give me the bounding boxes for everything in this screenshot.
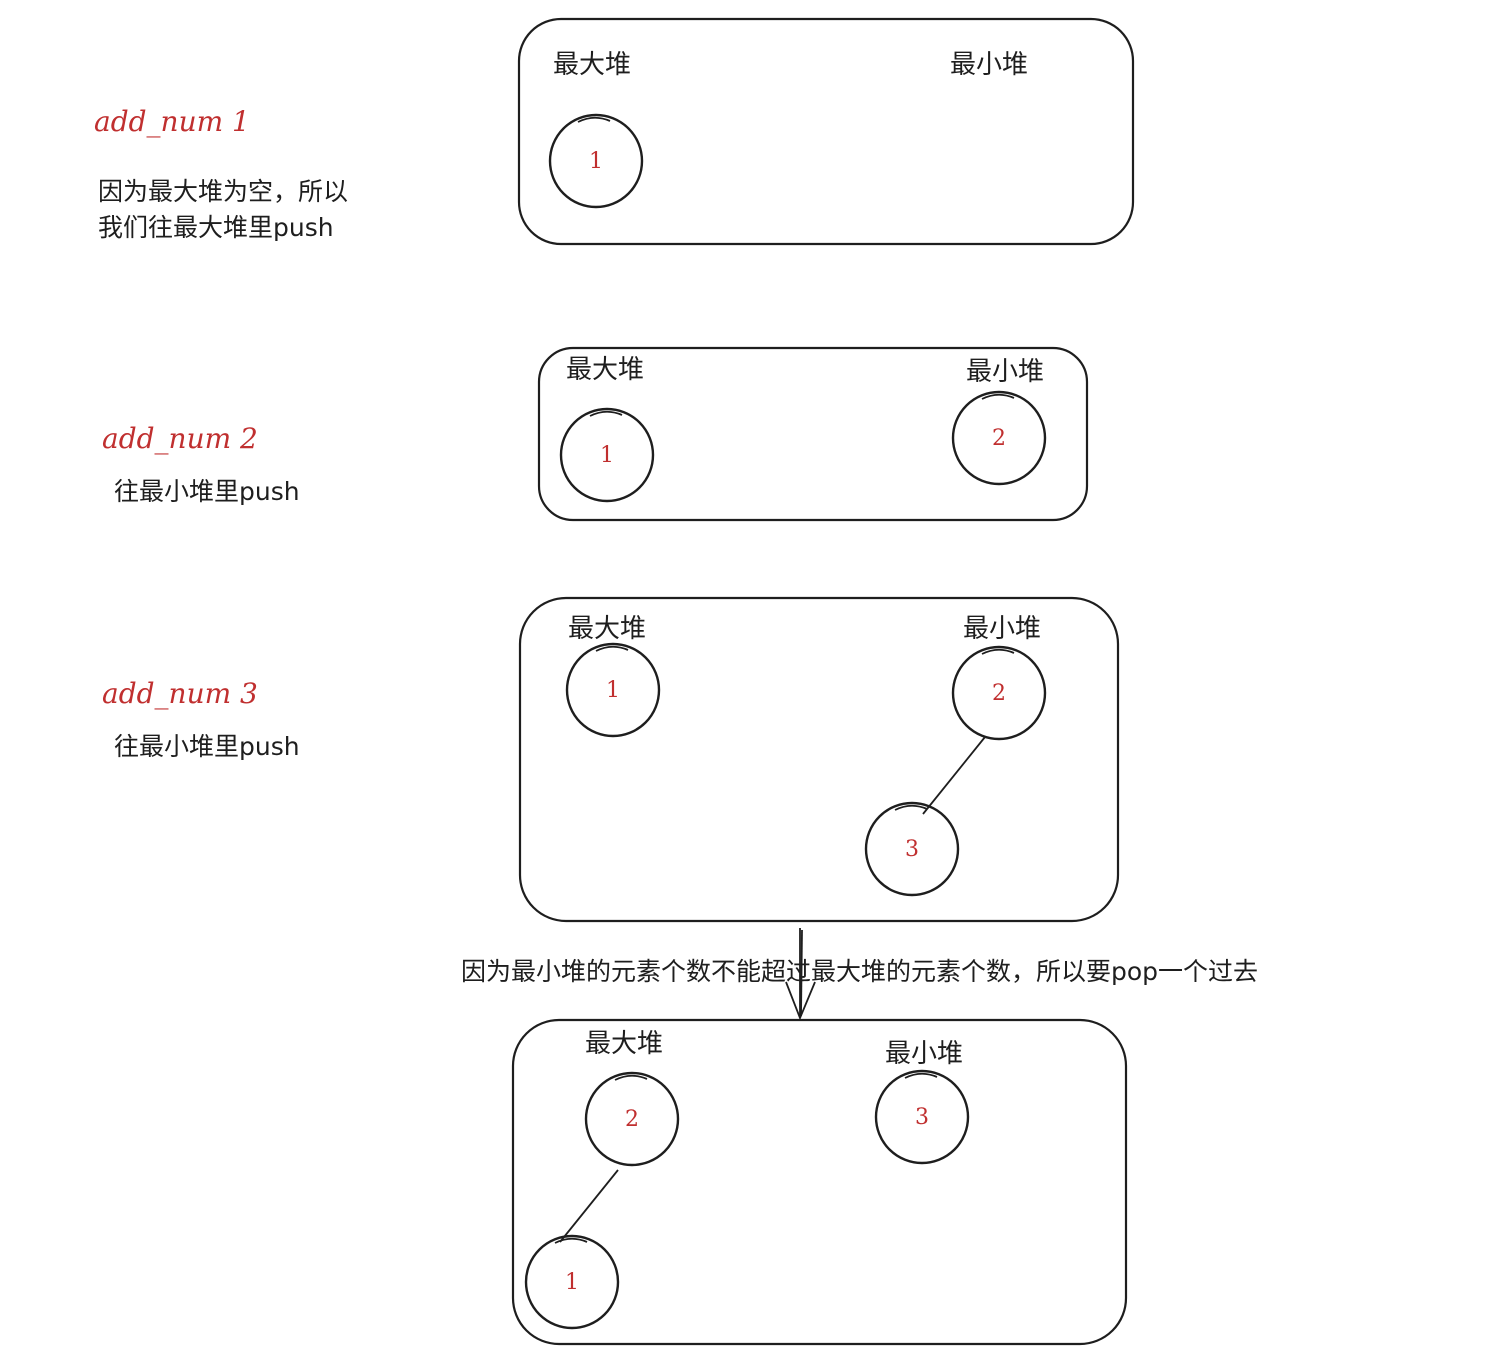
step-1-note-line-2: 我们往最大堆里push: [98, 213, 334, 242]
step-3-max-heap-node-1: 1: [565, 642, 661, 738]
step-4-max-heap-node-2: 1: [524, 1234, 620, 1330]
node-value: 1: [606, 678, 620, 703]
transition-arrow: [785, 928, 816, 1021]
step-2: add_num 2 往最小堆里push 最大堆 最小堆 1 2: [102, 346, 1089, 522]
node-value: 2: [625, 1107, 639, 1132]
step-2-note-line-1: 往最小堆里push: [114, 477, 300, 506]
step-1-min-heap-title: 最小堆: [950, 50, 1028, 80]
step-1: add_num 1 因为最大堆为空，所以 我们往最大堆里push 最大堆 最小堆…: [94, 17, 1135, 246]
step-2-min-heap-node-1: 2: [951, 390, 1047, 486]
step-4-max-heap-node-1: 2: [584, 1071, 680, 1167]
step-4-min-heap-node-1: 3: [874, 1069, 970, 1165]
step-1-label: add_num 1: [94, 105, 250, 138]
node-value: 3: [915, 1105, 929, 1130]
step-3-heap-panel: [518, 596, 1120, 923]
step-3-min-heap-title: 最小堆: [963, 614, 1041, 644]
node-value: 2: [992, 681, 1006, 706]
step-3-min-heap-node-2: 3: [864, 801, 960, 897]
step-3-min-heap-node-1: 2: [951, 645, 1047, 741]
node-value: 3: [905, 837, 919, 862]
node-value: 1: [565, 1270, 579, 1295]
transition-text: 因为最小堆的元素个数不能超过最大堆的元素个数，所以要pop一个过去: [461, 957, 1258, 986]
step-2-label: add_num 2: [102, 422, 258, 455]
step-1-max-heap-title: 最大堆: [553, 50, 631, 80]
step-2-max-heap-title: 最大堆: [566, 355, 644, 385]
step-4-heap-panel: [511, 1018, 1128, 1346]
step-1-heap-panel: [517, 17, 1135, 246]
step-3-note-line-1: 往最小堆里push: [114, 732, 300, 761]
step-3-max-heap-title: 最大堆: [568, 614, 646, 644]
step-1-max-heap-node-1: 1: [548, 113, 644, 209]
step-2-max-heap-node-1: 1: [559, 407, 655, 503]
step-4-max-heap-edge: [559, 1169, 619, 1243]
step-4-max-heap-title: 最大堆: [585, 1029, 663, 1059]
node-value: 1: [600, 443, 614, 468]
step-4: 最大堆 最小堆 2 1 3: [511, 1018, 1128, 1346]
node-value: 2: [992, 426, 1006, 451]
step-3: add_num 3 往最小堆里push 最大堆 最小堆 1 2 3: [102, 596, 1120, 923]
step-3-label: add_num 3: [102, 677, 258, 710]
step-3-min-heap-edge: [922, 736, 986, 815]
step-2-min-heap-title: 最小堆: [966, 357, 1044, 387]
step-4-min-heap-title: 最小堆: [885, 1039, 963, 1069]
step-2-heap-panel: [537, 346, 1089, 522]
step-1-note-line-1: 因为最大堆为空，所以: [98, 177, 348, 206]
node-value: 1: [589, 149, 603, 174]
